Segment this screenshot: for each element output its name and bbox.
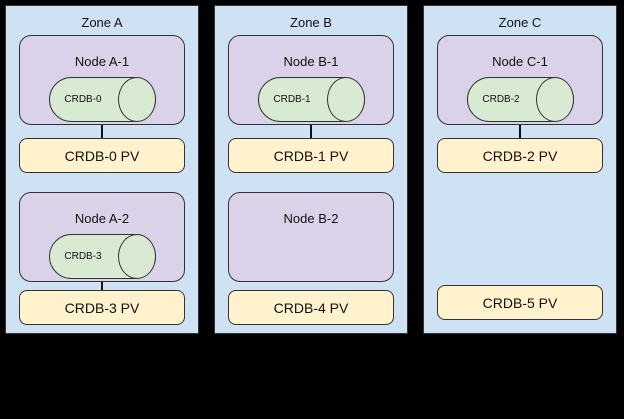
pv-crdb-2-label: CRDB-2 PV bbox=[482, 147, 558, 164]
zone-b: Zone B Node B-1 CRDB-1 CRDB-1 PV Node B-… bbox=[214, 5, 408, 334]
cylinder-face bbox=[326, 77, 365, 122]
node-b2-title: Node B-2 bbox=[283, 211, 339, 226]
node-c1-title: Node C-1 bbox=[492, 54, 548, 69]
pv-crdb-4: CRDB-4 PV bbox=[228, 290, 394, 325]
pv-crdb-0-label: CRDB-0 PV bbox=[64, 147, 140, 164]
crdb-0-pod-label: CRDB-0 bbox=[64, 94, 102, 105]
zones-row: Zone A Node A-1 CRDB-0 CRDB-0 PV Node A-… bbox=[5, 5, 617, 334]
cylinder-face bbox=[117, 234, 156, 279]
pv-crdb-5: CRDB-5 PV bbox=[437, 285, 603, 320]
connector-b1-pv bbox=[228, 125, 394, 138]
zone-c-empty-area bbox=[437, 173, 603, 285]
crdb-1-pod-cylinder: CRDB-1 bbox=[257, 77, 365, 122]
pv-crdb-4-label: CRDB-4 PV bbox=[273, 299, 349, 316]
cylinder-face bbox=[117, 77, 156, 122]
node-c1: Node C-1 CRDB-2 bbox=[437, 35, 603, 125]
connector-c1-pv bbox=[437, 125, 603, 138]
connector-a2-pv bbox=[19, 282, 185, 290]
crdb-0-pod-cylinder: CRDB-0 bbox=[48, 77, 156, 122]
crdb-3-pod-label: CRDB-3 bbox=[64, 251, 102, 262]
zone-b-title: Zone B bbox=[290, 15, 332, 30]
cylinder-face bbox=[535, 77, 574, 122]
node-b2: Node B-2 bbox=[228, 192, 394, 282]
crdb-2-pod-label: CRDB-2 bbox=[482, 94, 520, 105]
crdb-1-pod-label: CRDB-1 bbox=[273, 94, 311, 105]
node-b1-title: Node B-1 bbox=[283, 54, 339, 69]
zone-c-title: Zone C bbox=[498, 15, 542, 30]
node-a1-title: Node A-1 bbox=[74, 54, 130, 69]
pv-crdb-0: CRDB-0 PV bbox=[19, 138, 185, 173]
zone-b-spacer bbox=[228, 173, 394, 187]
pv-crdb-1: CRDB-1 PV bbox=[228, 138, 394, 173]
crdb-2-pod-cylinder: CRDB-2 bbox=[466, 77, 574, 122]
zone-c: Zone C Node C-1 CRDB-2 CRDB-2 PV CRDB-5 … bbox=[423, 5, 617, 334]
pv-crdb-3: CRDB-3 PV bbox=[19, 290, 185, 325]
pv-crdb-3-label: CRDB-3 PV bbox=[64, 299, 140, 316]
node-a2: Node A-2 CRDB-3 bbox=[19, 192, 185, 282]
pv-crdb-2: CRDB-2 PV bbox=[437, 138, 603, 173]
pv-crdb-1-label: CRDB-1 PV bbox=[273, 147, 349, 164]
zone-a: Zone A Node A-1 CRDB-0 CRDB-0 PV Node A-… bbox=[5, 5, 199, 334]
node-a2-title: Node A-2 bbox=[74, 211, 130, 226]
connector-line bbox=[101, 282, 103, 290]
connector-line bbox=[310, 125, 312, 138]
connector-a1-pv bbox=[19, 125, 185, 138]
connector-line bbox=[101, 125, 103, 138]
gap-b2-pv bbox=[228, 282, 394, 290]
node-a1: Node A-1 CRDB-0 bbox=[19, 35, 185, 125]
connector-line bbox=[519, 125, 521, 138]
pv-crdb-5-label: CRDB-5 PV bbox=[482, 294, 558, 311]
crdb-3-pod-cylinder: CRDB-3 bbox=[48, 234, 156, 279]
zone-a-title: Zone A bbox=[81, 15, 123, 30]
node-b1: Node B-1 CRDB-1 bbox=[228, 35, 394, 125]
zone-a-spacer bbox=[19, 173, 185, 187]
